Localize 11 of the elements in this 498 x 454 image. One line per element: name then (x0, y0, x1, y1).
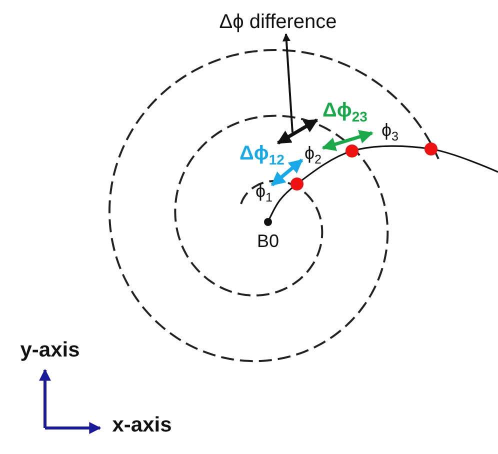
leader-arrow (282, 33, 294, 133)
delta-phi-label: Δϕ$_{23}$ (322, 100, 368, 124)
phi-label: ϕ$_{1}$ (255, 182, 273, 204)
annotation-text: Δϕ difference (219, 12, 337, 32)
axis-label: x-axis (112, 414, 172, 436)
phi-label: ϕ$_{3}$ (381, 120, 399, 144)
double-arrow (276, 118, 318, 144)
center-label: B0 (256, 232, 280, 250)
axis-label: y-axis (20, 340, 80, 360)
delta-phi-label: Δϕ$_{12}$ (240, 144, 284, 166)
phi-label: ϕ$_{2}$ (304, 144, 322, 166)
